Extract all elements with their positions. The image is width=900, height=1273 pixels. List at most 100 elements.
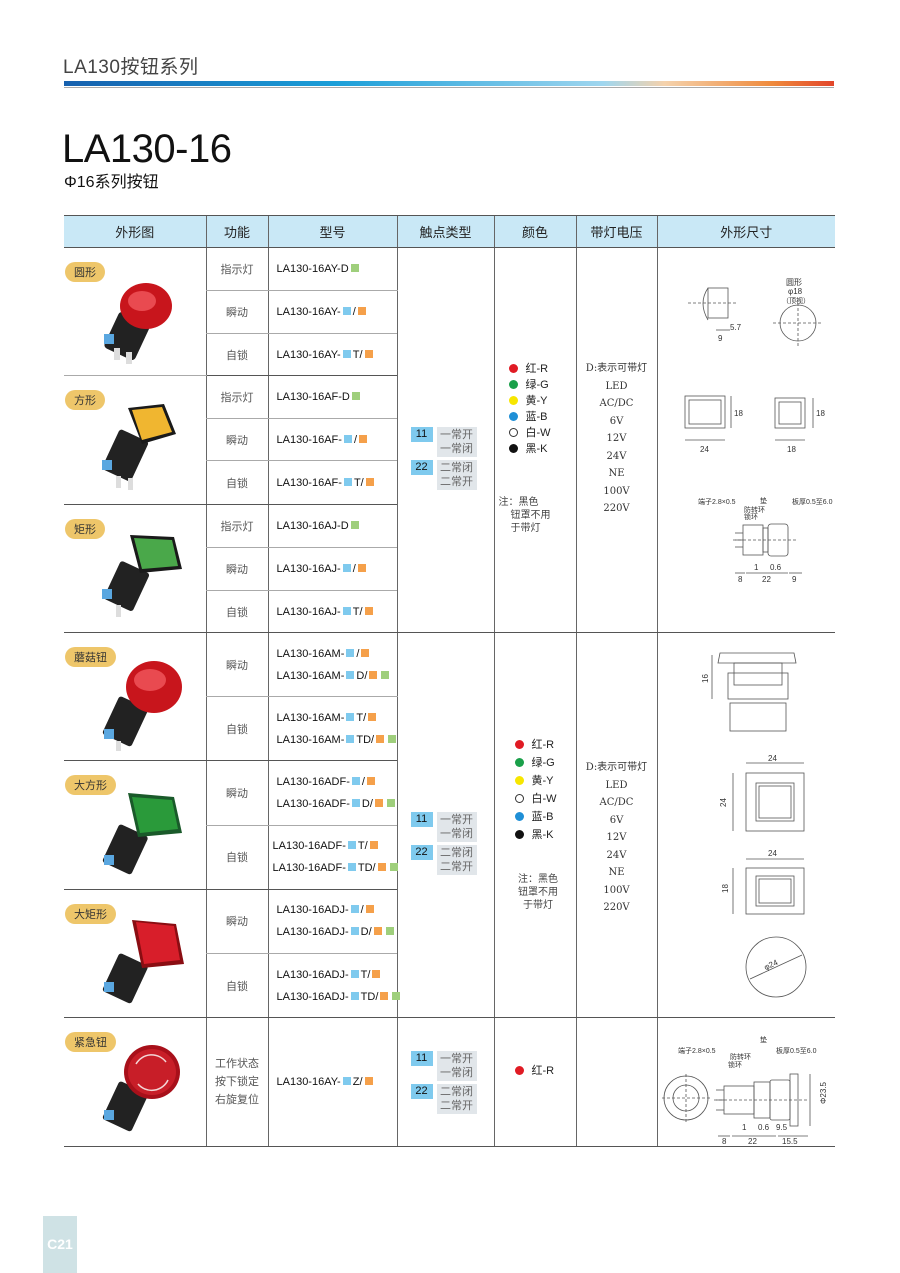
color-list: 红-R 绿-G 黄-Y 蓝-B 白-W 黑-K 注：黑色 钮罩不用 于带灯 [495,360,576,535]
model-cell: LA130-16ADF-/ LA130-16ADF-D/ [267,760,397,826]
shape-cell-large-square: 大方形 [64,760,206,890]
color-list: 红-R [495,1062,576,1078]
svg-text:端子2.8×0.5: 端子2.8×0.5 [678,1046,716,1055]
emergency-button-image [102,1045,180,1132]
white-dot-icon [508,427,518,437]
color-list: 红-R 绿-G 黄-Y 白-W 蓝-B 黑-K 注：黑色 钮罩不用 于带灯 [495,735,576,912]
model-cell: LA130-16ADJ-T/ LA130-16ADJ-TD/ [267,953,401,1018]
table-row: 瞬动 LA130-16AY-/ [64,290,835,334]
svg-text:24: 24 [719,798,728,807]
table-row: 自锁 LA130-16ADJ-T/ LA130-16ADJ-TD/ [64,953,835,1018]
svg-text:锁环: 锁环 [728,1060,742,1069]
svg-text:15.5: 15.5 [782,1137,798,1146]
function-cell: 瞬动 [205,760,268,826]
svg-text:φ18: φ18 [788,287,803,296]
table-header-row: 外形图 功能 型号 触点类型 颜色 带灯电压 外形尺寸 [64,215,835,248]
header-color: 颜色 [493,215,576,248]
svg-text:9: 9 [718,334,723,343]
dimension-drawings-b: 16 24 24 24 18 φ24 [656,632,835,1018]
shape-badge: 大矩形 [65,903,116,924]
shape-badge: 蘑菇钮 [65,647,116,667]
model-cell: LA130-16AJ-/ [267,547,397,591]
dimension-drawings-c: 垫 端子2.8×0.5 板厚0.5至6.0 防转环 锁环 Φ23.5 1 0.6… [656,1017,835,1147]
table-row: 自锁 LA130-16ADF-T/ LA130-16ADF-TD/ [64,825,835,890]
contact-num: 11 [410,427,433,442]
red-dot-icon [508,363,518,373]
svg-text:端子2.8×0.5: 端子2.8×0.5 [698,497,736,506]
model-cell: LA130-16AF-/ [267,418,397,461]
table-row: 大矩形 瞬动 LA130-16ADJ-/ LA130-16ADJ-D/ [64,889,835,1018]
color-note: 注：黑色 钮罩不用 于带灯 [518,874,558,911]
header-gradient-bar [64,81,834,86]
table-row: 大方形 瞬动 LA130-16ADF-/ LA130-16ADF-D/ [64,760,835,890]
svg-text:22: 22 [762,575,771,584]
table-row: 自锁 LA130-16AM-T/ LA130-16AM-TD/ [64,696,835,761]
function-cell: 指示灯 [205,504,268,548]
function-cell: 自锁 [205,333,268,376]
model-cell: LA130-16AJ-D [267,504,397,548]
header-divider [64,87,834,88]
shape-cell-large-rectangle: 大矩形 [64,889,206,1018]
shape-cell-mushroom: 蘑菇钮 [64,632,206,761]
color-cell-a: 红-R 绿-G 黄-Y 蓝-B 白-W 黑-K 注：黑色 钮罩不用 于带灯 [493,247,576,633]
function-cell: 瞬动 [205,547,268,591]
yellow-dot-icon [514,775,524,785]
green-swatch [350,264,359,273]
voltage-cell-c [575,1017,657,1147]
svg-text:24: 24 [768,754,777,763]
shape-cell-square: 方形 [64,375,206,505]
table-row: 自锁 LA130-16AF-T/ [64,460,835,505]
svg-text:5.7: 5.7 [730,323,742,332]
svg-text:9: 9 [792,575,797,584]
shape-badge: 圆形 [65,262,105,282]
spec-table: 外形图 功能 型号 触点类型 颜色 带灯电压 外形尺寸 圆形 指示灯 L [64,215,835,1147]
model-cell: LA130-16ADJ-/ LA130-16ADJ-D/ [267,889,397,954]
dimension-drawing: 圆形 φ18 （顶视） 5.7 9 24 18 18 18 端子2.8×0.5 … [684,278,832,584]
mushroom-button-image [102,661,182,751]
contact-num: 22 [410,460,433,475]
function-cell: 工作状态 按下锁定 右旋复位 [205,1017,268,1147]
red-dot-icon [514,1065,524,1075]
function-cell: 瞬动 [205,418,268,461]
shape-badge: 矩形 [65,519,105,539]
svg-text:垫: 垫 [760,496,767,505]
green-dot-icon [514,757,524,767]
svg-text:圆形: 圆形 [786,278,802,287]
black-dot-icon [514,829,524,839]
function-cell: 瞬动 [205,889,268,954]
green-dot-icon [508,379,518,389]
svg-text:0.6: 0.6 [770,563,782,572]
shape-cell-rectangle: 矩形 [64,504,206,633]
svg-text:0.6: 0.6 [758,1123,770,1132]
shape-badge: 方形 [65,390,105,410]
page-number-tab: C21 [43,1216,77,1273]
svg-text:9.5: 9.5 [776,1123,788,1132]
svg-text:24: 24 [768,849,777,858]
table-row: 瞬动 LA130-16AF-/ [64,418,835,461]
shape-badge: 大方形 [65,775,116,795]
svg-text:18: 18 [734,409,743,418]
svg-text:16: 16 [701,674,710,683]
table-row: 自锁 LA130-16AY-T/ [64,333,835,376]
dimension-drawing: 16 24 24 24 18 φ24 [701,652,806,998]
model-cell: LA130-16ADF-T/ LA130-16ADF-TD/ [267,825,398,890]
model-cell: LA130-16AY-T/ [267,333,397,376]
svg-text:φ24: φ24 [762,958,779,972]
svg-text:（顶视）: （顶视） [782,296,810,305]
large-rectangle-button-image [102,919,184,1003]
header-voltage: 带灯电压 [575,215,657,248]
dimension-drawing: 垫 端子2.8×0.5 板厚0.5至6.0 防转环 锁环 Φ23.5 1 0.6… [661,1035,828,1146]
svg-text:防转环: 防转环 [744,505,765,514]
function-cell: 自锁 [205,825,268,890]
black-dot-icon [508,443,518,453]
